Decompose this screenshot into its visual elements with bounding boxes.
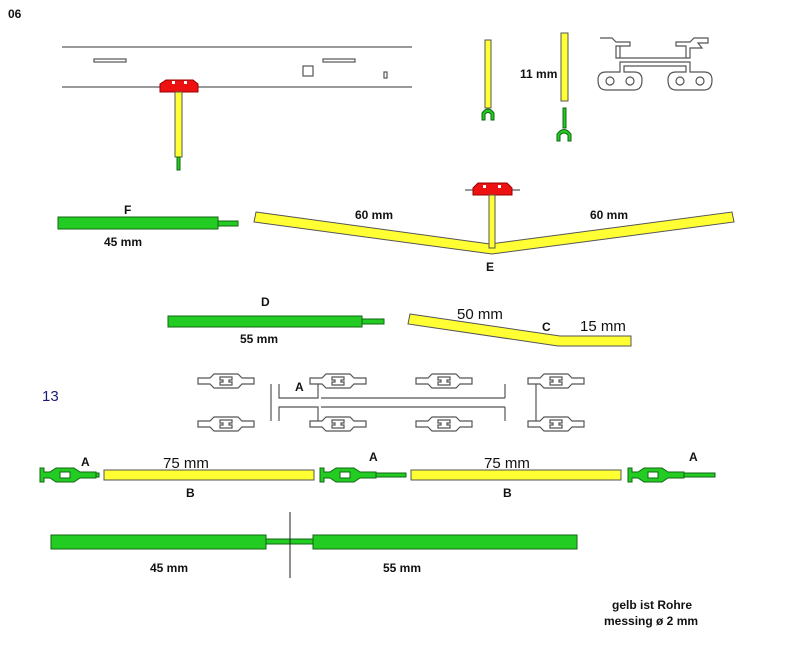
label-15mm: 15 mm (580, 318, 626, 335)
bottom-bar: 45 mm 55 mm (50, 512, 578, 578)
label-bottom-55mm: 55 mm (383, 561, 421, 575)
label-75mm-2: 75 mm (484, 455, 530, 472)
fork-part-1 (481, 39, 495, 121)
label-A1: A (81, 455, 90, 469)
fork-part-2: 11 mm (520, 32, 572, 142)
label-F: F (124, 203, 131, 217)
label-bottom-45mm: 45 mm (150, 561, 188, 575)
label-75mm-1: 75 mm (163, 455, 209, 472)
label-B1: B (186, 486, 195, 500)
sprue-A: A (197, 373, 585, 432)
part-F: F 45 mm (57, 203, 239, 249)
label-A2: A (369, 450, 378, 464)
note-line1: gelb ist Rohre (612, 598, 692, 612)
part-row-AB: A 75 mm B A 75 mm B A (39, 450, 716, 500)
label-F-length: 45 mm (104, 235, 142, 249)
label-60mm-left: 60 mm (355, 208, 393, 222)
bracket-outline (597, 37, 713, 91)
page-number-top: 06 (8, 7, 22, 21)
note-line2: messing ø 2 mm (604, 614, 698, 628)
label-D-length: 55 mm (240, 332, 278, 346)
label-D: D (261, 295, 270, 309)
label-C: C (542, 320, 551, 334)
label-E: E (486, 260, 494, 274)
bar-drawing (62, 46, 412, 171)
part-D: D 55 mm (167, 295, 385, 346)
label-50mm: 50 mm (457, 306, 503, 323)
label-sprue-A: A (295, 380, 304, 394)
page-number-middle: 13 (42, 388, 59, 405)
label-11mm: 11 mm (520, 67, 557, 81)
part-E: 60 mm 60 mm E (253, 182, 735, 274)
label-A3: A (689, 450, 698, 464)
label-60mm-right: 60 mm (590, 208, 628, 222)
part-C: 50 mm C 15 mm (407, 306, 632, 347)
label-B2: B (503, 486, 512, 500)
